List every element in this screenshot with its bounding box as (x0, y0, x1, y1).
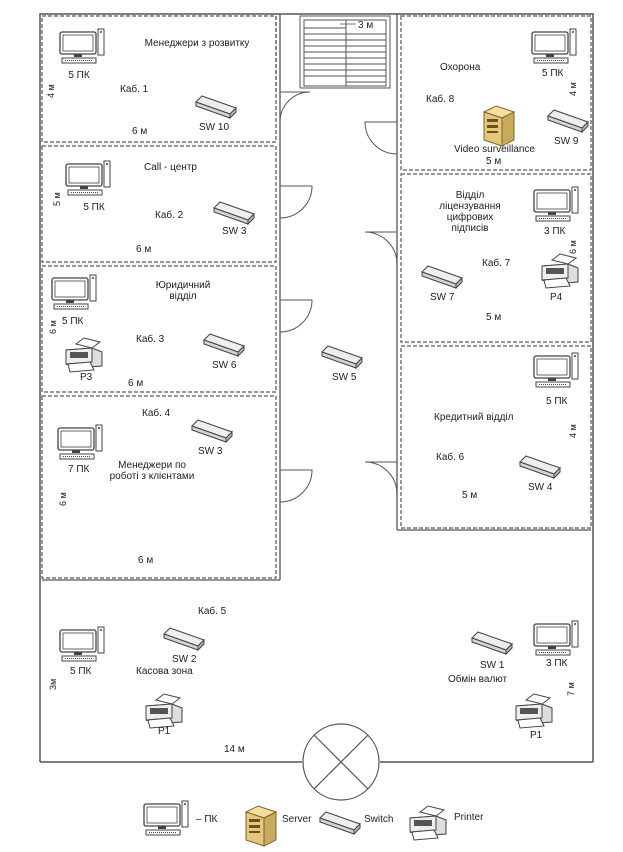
height-dimension: 4 м (568, 424, 578, 438)
zone-label-right: Обмін валют (448, 674, 508, 685)
switch-label: SW 3 (198, 446, 223, 457)
printer-icon (541, 253, 579, 289)
room-walls-left (41, 15, 277, 579)
cabinet-label: Каб. 2 (155, 210, 184, 221)
printer-icon (65, 337, 103, 373)
pc-count: 5 ПК (68, 70, 90, 81)
pc-count: 5 ПК (62, 316, 84, 327)
printer-icon (409, 805, 447, 841)
cabinet-label: Каб. 7 (482, 258, 511, 269)
legend-pc: – ПК (196, 814, 218, 825)
width-dimension: 6 м (138, 555, 154, 566)
switch-icon (163, 627, 205, 651)
width-dimension: 6 м (136, 244, 152, 255)
pc-count-right: 3 ПК (546, 658, 568, 669)
cabinet-label: Каб. 4 (142, 408, 171, 419)
printer-label: P3 (80, 372, 93, 383)
cabinet-label: Каб. 1 (120, 84, 149, 95)
switch-icon (319, 811, 361, 835)
width-dimension: 5 м (462, 490, 478, 501)
door-swings (279, 91, 398, 503)
room-title: Call - центр (144, 162, 197, 173)
switch-icon (213, 201, 255, 225)
pc-count: 3 ПК (544, 226, 566, 237)
height-dimension-left: 3м (48, 678, 58, 690)
room-title: Відділ ліцензування цифрових підписів (439, 190, 501, 234)
switch-icon (547, 109, 589, 133)
height-dimension: 6 м (568, 240, 578, 254)
printer-label-right: P1 (530, 730, 543, 741)
switch-icon (421, 265, 463, 289)
height-dimension: 4 м (568, 82, 578, 96)
switch-icon (471, 631, 513, 655)
room-walls-right (400, 15, 592, 529)
width-dimension: 5 м (486, 156, 502, 167)
server-label: Video surveillance (454, 144, 535, 155)
switch-icon (203, 333, 245, 357)
legend-switch: Switch (364, 814, 394, 825)
switch-label: SW 7 (430, 292, 455, 303)
pc-icon (57, 424, 103, 460)
pc-count-left: 5 ПК (70, 666, 92, 677)
pc-count: 7 ПК (68, 464, 90, 475)
room-title: Менеджери по роботі з клієнтами (109, 460, 195, 482)
room-title: Юридичний відділ (155, 280, 211, 302)
legend-printer: Printer (454, 812, 484, 823)
room-title: Менеджери з розвитку (144, 38, 250, 49)
cabinet-label: Каб. 3 (136, 334, 165, 345)
room-title: Кредитний відділ (434, 412, 514, 423)
pc-icon (143, 800, 189, 836)
switch-label: SW 9 (554, 136, 579, 147)
pc-count: 5 ПК (83, 202, 105, 213)
switch-label-right: SW 1 (480, 660, 505, 671)
height-dimension: 6 м (58, 492, 68, 506)
switch-label: SW 3 (222, 226, 247, 237)
pc-icon (533, 186, 579, 222)
width-dimension: 6 м (132, 126, 148, 137)
pc-icon (531, 28, 577, 64)
legend-server: Server (282, 814, 312, 825)
pc-icon (59, 28, 105, 64)
printer-icon (515, 693, 553, 729)
switch-icon (321, 345, 363, 369)
pc-icon (59, 626, 105, 662)
server-icon (245, 805, 277, 847)
cabinet-label: Каб. 8 (426, 94, 455, 105)
staircase (299, 15, 391, 89)
width-dimension: 5 м (486, 312, 502, 323)
pc-count: 5 ПК (542, 68, 564, 79)
pc-count: 5 ПК (546, 396, 568, 407)
switch-label: SW 6 (212, 360, 237, 371)
printer-label-left: P1 (158, 726, 171, 737)
corridor-switch-label: SW 5 (332, 372, 357, 383)
switch-icon (191, 419, 233, 443)
printer-label: P4 (550, 292, 563, 303)
switch-icon (519, 455, 561, 479)
switch-label-left: SW 2 (172, 654, 197, 665)
pc-icon (65, 160, 111, 196)
building-walls (39, 13, 594, 763)
pc-icon (533, 620, 579, 656)
height-dimension: 6 м (48, 320, 58, 334)
width-dimension: 14 м (224, 744, 245, 755)
width-dimension: 6 м (128, 378, 144, 389)
height-dimension: 5 м (52, 192, 62, 206)
cabinet-label: Каб. 6 (436, 452, 465, 463)
switch-label: SW 4 (528, 482, 553, 493)
switch-label: SW 10 (199, 122, 230, 133)
switch-icon (195, 95, 237, 119)
entrance-revolving-door (302, 723, 380, 801)
server-icon (483, 105, 515, 147)
pc-icon (51, 274, 97, 310)
cabinet-label: Каб. 5 (198, 606, 227, 617)
room-title: Охорона (440, 62, 481, 73)
height-dimension: 4 м (46, 84, 56, 98)
corridor-walls (42, 14, 591, 581)
zone-label-left: Касова зона (136, 666, 193, 677)
stairs-width: 3 м (358, 20, 374, 31)
pc-icon (533, 352, 579, 388)
height-dimension-right: 7 м (566, 682, 576, 696)
printer-icon (145, 693, 183, 729)
